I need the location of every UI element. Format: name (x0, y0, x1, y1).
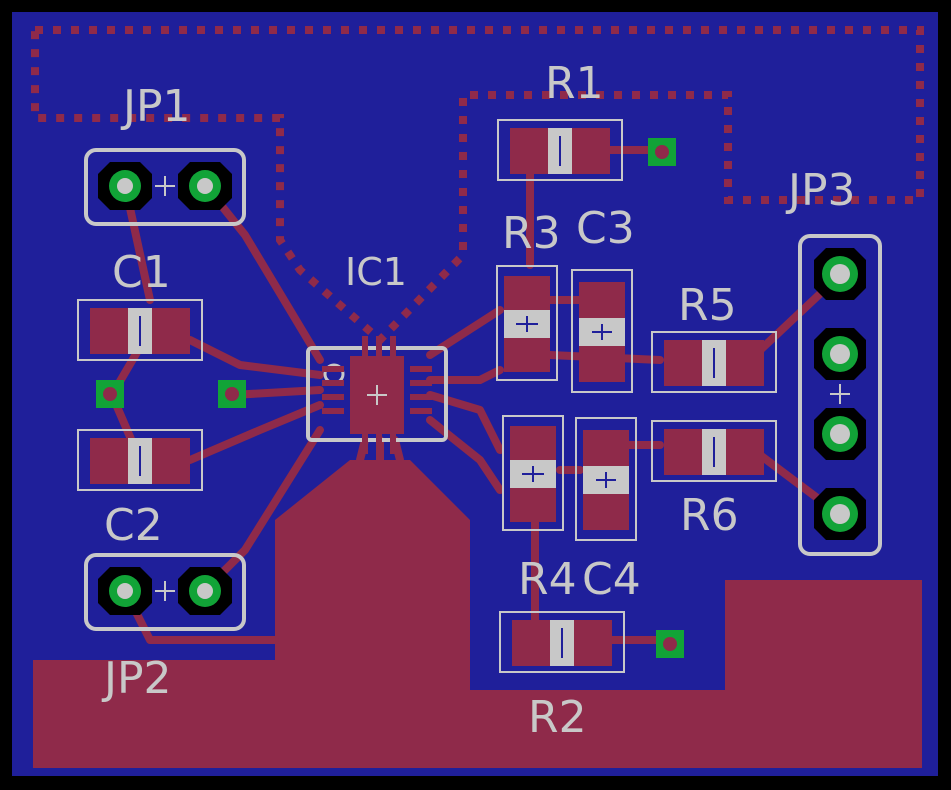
label-r2: R2 (528, 692, 587, 743)
label-c1: C1 (112, 247, 171, 298)
c4-component[interactable] (575, 417, 637, 541)
label-r1: R1 (545, 58, 604, 109)
r1-component[interactable] (497, 119, 623, 181)
label-r4: R4 (518, 554, 577, 605)
c1-component[interactable] (77, 299, 203, 361)
label-r6: R6 (680, 490, 739, 541)
vias (96, 138, 684, 658)
c2-component[interactable] (77, 429, 203, 491)
r2-component[interactable] (499, 611, 625, 673)
label-jp2: JP2 (101, 653, 172, 704)
label-c2: C2 (104, 500, 163, 551)
jp1-connector[interactable] (84, 148, 246, 226)
r4-component[interactable] (502, 415, 564, 531)
jp3-connector[interactable] (798, 234, 882, 556)
c3-component[interactable] (571, 269, 633, 393)
label-c3: C3 (576, 203, 635, 254)
r3-component[interactable] (496, 265, 558, 381)
label-ic1: IC1 (345, 250, 407, 294)
bottom-copper-area (33, 460, 922, 768)
label-r3: R3 (502, 208, 561, 259)
keepout-outlines (31, 26, 924, 346)
ic1-component[interactable] (306, 336, 448, 454)
label-jp1: JP1 (120, 81, 191, 132)
jp2-connector[interactable] (84, 553, 246, 631)
r5-component[interactable] (651, 331, 777, 393)
r6-component[interactable] (651, 420, 777, 482)
label-r5: R5 (678, 280, 737, 331)
label-c4: C4 (582, 554, 641, 605)
label-jp3: JP3 (785, 165, 856, 216)
